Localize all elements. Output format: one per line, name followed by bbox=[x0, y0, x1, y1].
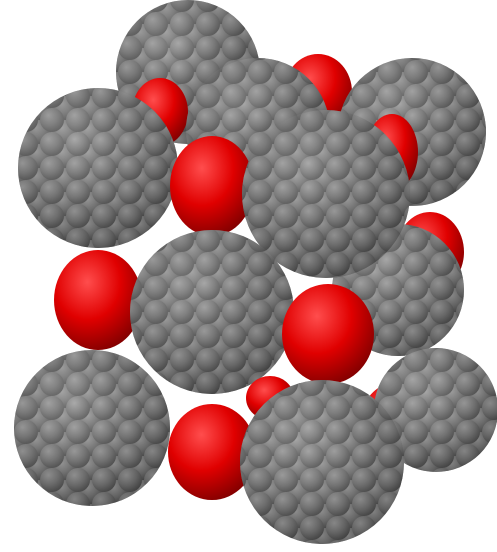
oxygen-molecule-center-right bbox=[282, 284, 374, 384]
oxygen-molecule-lower-center bbox=[168, 404, 256, 500]
fullerene-upper-left bbox=[18, 88, 178, 248]
oxygen-molecule-center-left bbox=[170, 136, 254, 236]
fullerene-upper-right-front bbox=[242, 110, 410, 278]
fullerene-center bbox=[130, 230, 294, 394]
fullerene-lower-front bbox=[240, 380, 404, 544]
fullerene-lower-left bbox=[14, 350, 170, 506]
oxygen-molecule-left bbox=[54, 250, 142, 350]
fullerene-back-bottom-right bbox=[374, 348, 497, 472]
